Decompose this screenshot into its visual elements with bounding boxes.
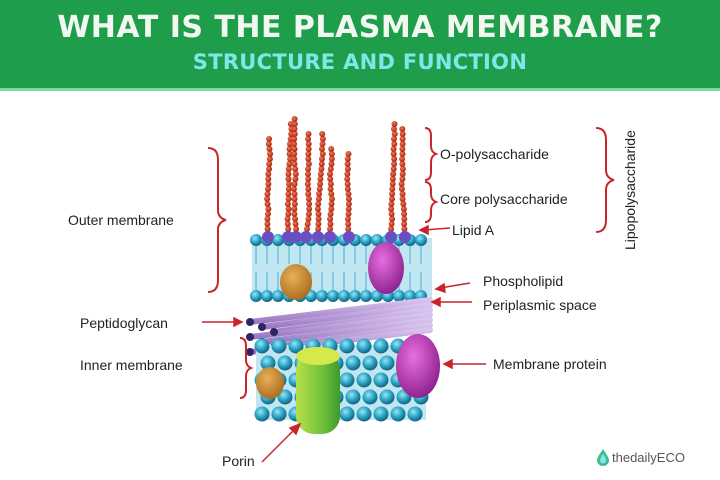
phospholipid-head — [340, 373, 355, 388]
orange-protein-inner — [256, 367, 284, 399]
phospholipid-head — [415, 234, 427, 246]
peptidoglycan-end — [246, 333, 254, 341]
lipid-a-head — [300, 231, 312, 243]
lps-bead — [285, 216, 291, 222]
phospholipid-head — [349, 290, 361, 302]
phospholipid-head — [346, 356, 361, 371]
lipid-a-head — [343, 231, 355, 243]
lps-bead — [266, 136, 272, 142]
phospholipid-head — [380, 356, 395, 371]
peptidoglycan-end — [246, 348, 254, 356]
phospholipid-head — [357, 373, 372, 388]
phospholipid-head — [250, 290, 262, 302]
lps-chains — [262, 116, 411, 243]
phospholipid-head — [346, 390, 361, 405]
lps-bead — [292, 116, 298, 122]
label-peptidoglycan: Peptidoglycan — [80, 315, 168, 331]
label-porin: Porin — [222, 453, 255, 469]
phospholipid-head — [338, 290, 350, 302]
peptidoglycan-end — [270, 328, 278, 336]
label-inner-membrane: Inner membrane — [80, 357, 183, 373]
phospholipid-head — [374, 339, 389, 354]
lps-bead — [399, 181, 405, 187]
phospholipid-head — [374, 407, 389, 422]
lipid-a-head — [324, 231, 336, 243]
lps-bead — [319, 131, 325, 137]
phospholipid-head — [255, 407, 270, 422]
brand-logo: thedailyECO — [596, 448, 685, 466]
lps-bead — [327, 171, 333, 177]
phospholipid-head — [380, 390, 395, 405]
phospholipid-head — [393, 290, 405, 302]
peptidoglycan-end — [246, 318, 254, 326]
o-polysaccharide-bracket — [425, 128, 436, 180]
label-o-polysaccharide: O-polysaccharide — [440, 146, 549, 162]
outer-membrane-bracket — [208, 148, 226, 292]
phospholipid-head — [391, 407, 406, 422]
phospholipid-head — [272, 407, 287, 422]
lps-bead — [306, 131, 312, 137]
label-periplasmic-space: Periplasmic space — [483, 297, 597, 313]
lps-bead — [399, 126, 405, 132]
lps-bead — [265, 206, 271, 212]
phospholipid-head — [360, 290, 372, 302]
phospholipid-head — [327, 290, 339, 302]
phospholipid-head — [272, 339, 287, 354]
phospholipid-head — [408, 407, 423, 422]
lps-bead — [305, 166, 311, 172]
label-phospholipid: Phospholipid — [483, 273, 563, 289]
lipid-a-head — [262, 231, 274, 243]
lps-bead — [392, 121, 398, 127]
outer-membrane-block — [250, 234, 432, 302]
phospholipid-head — [363, 356, 378, 371]
phospholipid-head — [340, 339, 355, 354]
phospholipid-head — [272, 290, 284, 302]
inner-membrane-block — [255, 334, 441, 434]
peptidoglycan-end — [258, 323, 266, 331]
phospholipid-head — [360, 234, 372, 246]
lps-bead — [346, 151, 352, 157]
label-membrane-protein: Membrane protein — [493, 356, 607, 372]
magenta-protein-outer — [368, 242, 404, 294]
phospholipid-head — [261, 290, 273, 302]
lps-bead — [319, 156, 325, 162]
lps-bead — [265, 171, 271, 177]
water-drop-icon — [596, 448, 610, 466]
label-core-polysaccharide: Core polysaccharide — [440, 191, 568, 207]
inner-membrane-bracket — [240, 338, 251, 398]
lipid-a-head — [385, 231, 397, 243]
phospholipid-head — [357, 339, 372, 354]
orange-protein-outer — [280, 264, 312, 300]
phospholipid-head — [374, 373, 389, 388]
lipid-a-head — [312, 231, 324, 243]
label-lipopolysaccharide: Lipopolysaccharide — [622, 130, 638, 250]
lipopolysaccharide-bracket — [596, 128, 614, 232]
phospholipid-head — [340, 407, 355, 422]
lps-bead — [328, 146, 334, 152]
lipid-a-head — [399, 231, 411, 243]
phospholipid-head — [255, 339, 270, 354]
membrane-protein-shape — [396, 334, 440, 398]
lps-bead — [392, 131, 398, 137]
phospholipid-head — [316, 290, 328, 302]
label-lipid-a: Lipid A — [452, 222, 494, 238]
phospholipid-head — [278, 356, 293, 371]
lps-bead — [292, 181, 298, 187]
phospholipid-head — [250, 234, 262, 246]
label-outer-membrane: Outer membrane — [68, 212, 174, 228]
core-polysaccharide-bracket — [425, 182, 436, 222]
logo-text: thedailyECO — [612, 450, 685, 465]
lps-bead — [320, 151, 326, 157]
phospholipid-head — [363, 390, 378, 405]
phospholipid-head — [357, 407, 372, 422]
lps-bead — [391, 136, 397, 142]
